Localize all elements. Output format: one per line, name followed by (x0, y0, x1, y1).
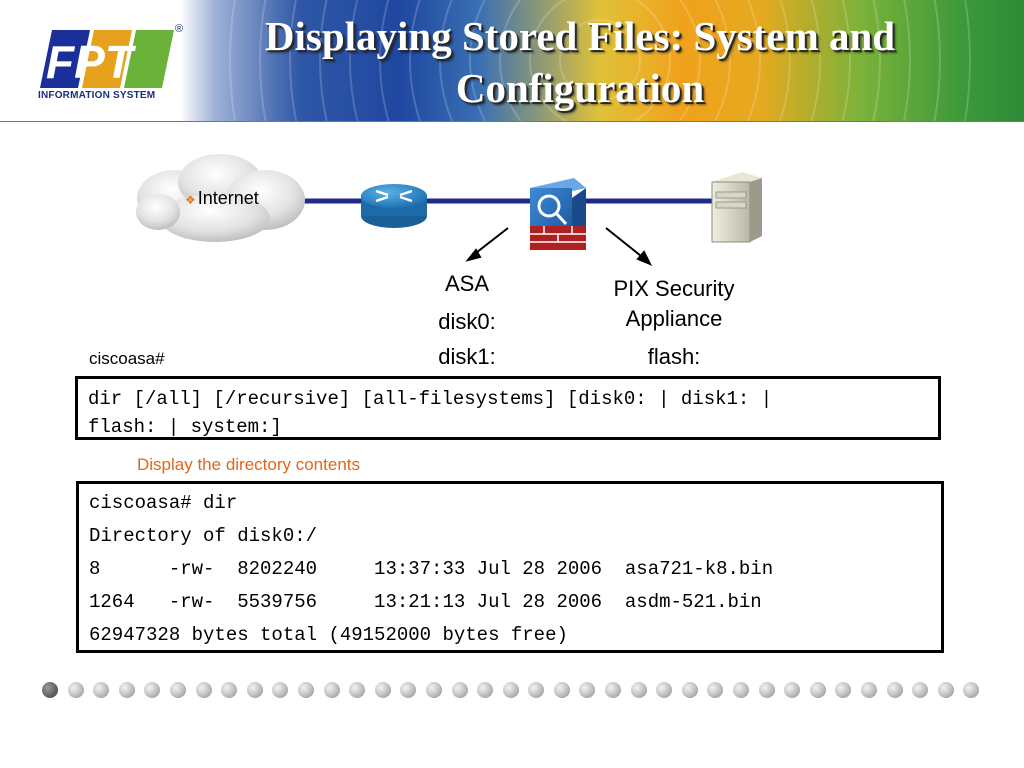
pagination-dot-icon[interactable] (733, 682, 750, 698)
slide-header: FPT ® INFORMATION SYSTEM Displaying Stor… (0, 0, 1024, 122)
network-diagram (136, 154, 762, 266)
cloud-icon (136, 154, 305, 242)
asa-disk1-label: disk1: (438, 344, 496, 369)
pagination-dot-icon[interactable] (93, 682, 110, 698)
asa-disk0-label: disk0: (438, 309, 496, 334)
pagination-dot-icon[interactable] (425, 682, 442, 698)
pagination-dot-icon[interactable] (681, 682, 698, 698)
caption: Display the directory contents (137, 455, 360, 474)
firewall-icon (530, 178, 586, 250)
pagination-dot-icon[interactable] (835, 682, 852, 698)
pagination-dot-icon[interactable] (912, 682, 929, 698)
pagination-dot-icon[interactable] (42, 682, 58, 698)
pagination-dot-icon[interactable] (118, 682, 135, 698)
title-line-2: Configuration (455, 65, 705, 111)
command-syntax: dir [/all] [/recursive] [all-filesystems… (88, 388, 773, 438)
asa-label: ASA (444, 271, 490, 296)
output-line: 62947328 bytes total (49152000 bytes fre… (89, 624, 568, 646)
pagination-dot-icon[interactable] (477, 682, 494, 698)
pagination-dot-icon[interactable] (323, 682, 340, 698)
slide-pagination (42, 682, 980, 698)
server-icon (711, 172, 762, 243)
command-output-box: ciscoasa# dir Directory of disk0:/ 8 -rw… (76, 481, 944, 653)
pagination-dot-icon[interactable] (374, 682, 391, 698)
pagination-dot-icon[interactable] (144, 682, 161, 698)
output-line: Directory of disk0:/ (89, 525, 318, 547)
output-line: ciscoasa# dir (89, 492, 238, 514)
pagination-dot-icon[interactable] (195, 682, 212, 698)
registered-mark: ® (175, 23, 183, 35)
diamond-bullet-icon: ❖ (185, 193, 196, 207)
arrow-to-pix-icon (605, 227, 647, 261)
pix-label-line2: Appliance (625, 306, 723, 331)
pagination-dot-icon[interactable] (656, 682, 673, 698)
pagination-dot-icon[interactable] (886, 682, 903, 698)
pagination-dot-icon[interactable] (272, 682, 289, 698)
pagination-dot-icon[interactable] (169, 682, 186, 698)
pagination-dot-icon[interactable] (861, 682, 877, 698)
header-swirl-decoration (229, 0, 971, 122)
logo-text: FPT (46, 36, 137, 88)
header-divider (0, 121, 1024, 122)
pagination-dot-icon[interactable] (579, 682, 596, 698)
pagination-dot-icon[interactable] (758, 682, 775, 698)
pagination-dot-icon[interactable] (630, 682, 647, 698)
pagination-dot-icon[interactable] (963, 682, 980, 698)
title-line-1: Displaying Stored Files: System and (264, 13, 896, 59)
pagination-dot-icon[interactable] (221, 682, 238, 698)
pagination-dot-icon[interactable] (553, 682, 570, 698)
pix-flash-label: flash: (647, 344, 701, 369)
arrow-to-asa-icon (471, 227, 509, 257)
pix-label-line1: PIX Security (613, 276, 735, 301)
router-icon (361, 184, 427, 228)
internet-label: ❖Internet (185, 188, 259, 208)
pagination-dot-icon[interactable] (528, 682, 545, 698)
pagination-dot-icon[interactable] (451, 682, 468, 698)
pagination-dot-icon[interactable] (937, 682, 954, 698)
logo-caption: INFORMATION SYSTEM (38, 90, 156, 101)
page-title: Displaying Stored Files: System and Conf… (210, 10, 950, 114)
pagination-dot-icon[interactable] (246, 682, 263, 698)
command-syntax-box: dir [/all] [/recursive] [all-filesystems… (75, 376, 941, 440)
output-line: 1264 -rw- 5539756 13:21:13 Jul 28 2006 a… (89, 591, 762, 613)
pagination-dot-icon[interactable] (400, 682, 417, 698)
fpt-logo: FPT ® (32, 18, 187, 108)
output-line: 8 -rw- 8202240 13:37:33 Jul 28 2006 asa7… (89, 558, 774, 580)
pagination-dot-icon[interactable] (67, 682, 84, 698)
pagination-dot-icon[interactable] (349, 682, 366, 698)
pagination-dot-icon[interactable] (502, 682, 519, 698)
pagination-dot-icon[interactable] (605, 682, 622, 698)
prompt-label: ciscoasa# (89, 349, 165, 368)
pagination-dot-icon[interactable] (809, 682, 826, 698)
pagination-dot-icon[interactable] (297, 682, 314, 698)
pagination-dot-icon[interactable] (707, 682, 724, 698)
pagination-dot-icon[interactable] (784, 682, 801, 698)
